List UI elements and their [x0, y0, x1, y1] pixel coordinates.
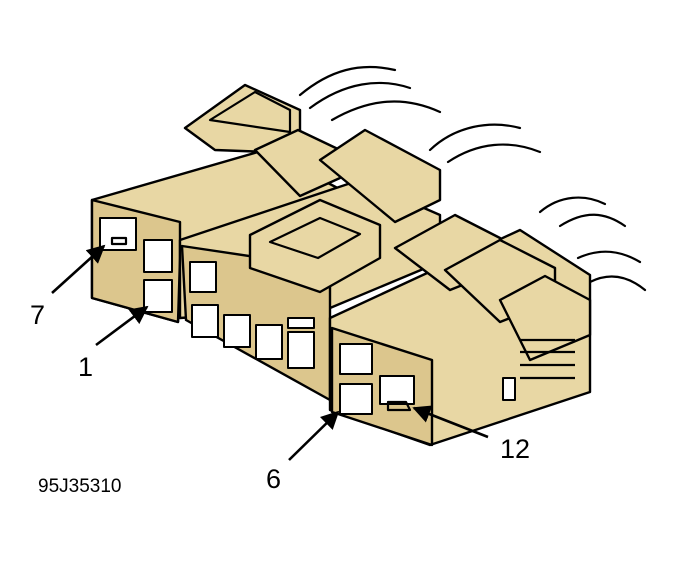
callout-pin-12: 12 [500, 434, 530, 464]
pin-1-cavity [143, 279, 173, 313]
pin-12-cavity [379, 375, 415, 405]
callout-pin-6: 6 [266, 464, 281, 494]
leader-6 [288, 410, 340, 461]
leader-1 [95, 305, 149, 347]
figure-id: 95J35310 [38, 476, 121, 497]
callout-pin-1: 1 [78, 352, 93, 382]
leader-7 [51, 244, 106, 294]
leader-12 [412, 405, 489, 439]
pin-6-cavity [339, 383, 373, 415]
callout-pin-7: 7 [30, 300, 45, 330]
pin-7-cavity [99, 217, 137, 251]
right-connector-housing [328, 213, 592, 447]
wire-harness [298, 65, 647, 292]
